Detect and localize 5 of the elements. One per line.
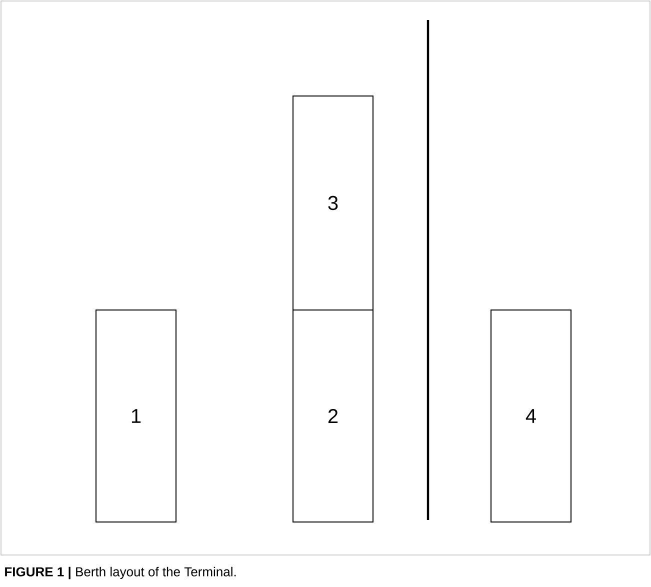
berth-box: 4 (490, 310, 572, 522)
berth-box: 1 (96, 310, 176, 522)
caption: FIGURE 1 | Berth layout of the Terminal. (5, 566, 236, 580)
berth-box: 3 (292, 96, 374, 310)
berth-box: 2 (292, 310, 374, 522)
